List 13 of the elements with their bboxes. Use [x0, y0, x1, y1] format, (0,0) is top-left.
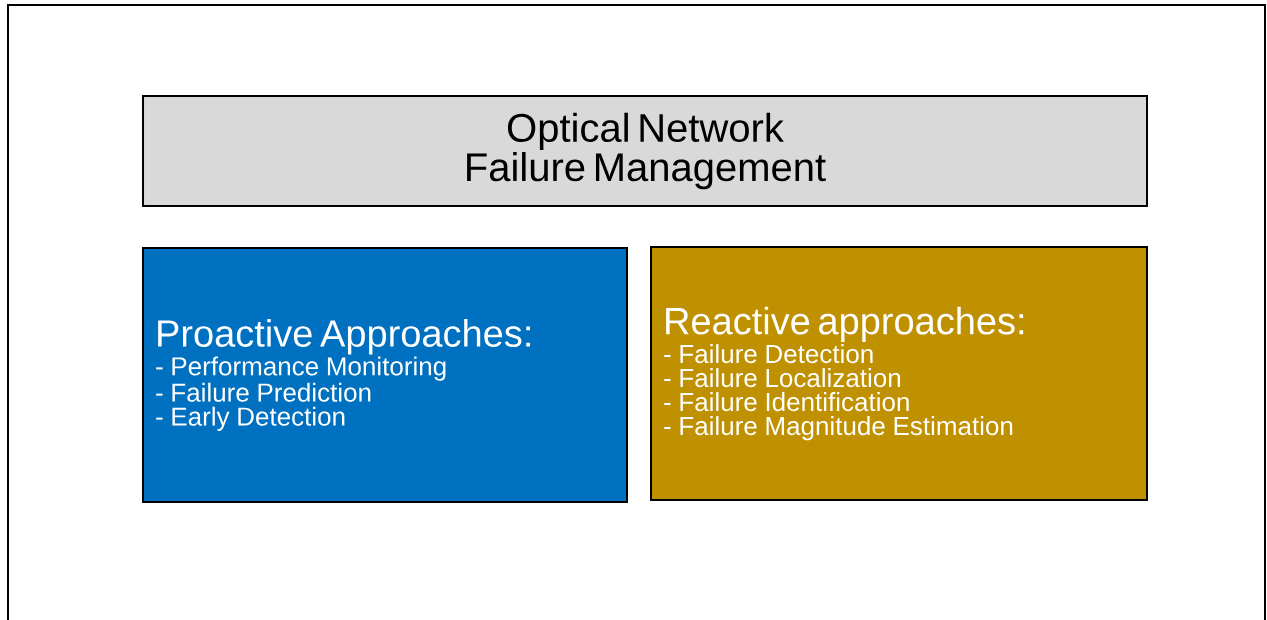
title-text: Optical Network Failure Management	[467, 112, 826, 190]
list-item: - Failure Localization	[664, 368, 900, 388]
list-item: - Performance Monitoring	[156, 356, 446, 381]
heading: Proactive Approaches:	[158, 319, 530, 355]
list-item: - Early Detection	[156, 406, 345, 431]
list-item: - Failure Magnitude Estimation	[664, 416, 1013, 441]
list-item: - Failure Detection	[664, 344, 873, 364]
list-item: - Failure Prediction	[156, 382, 371, 402]
heading: Reactive approaches:	[666, 306, 1024, 343]
approach-box	[650, 246, 1148, 501]
title-box	[142, 95, 1148, 207]
list-item: - Failure Identification	[664, 392, 909, 412]
approach-box	[142, 247, 628, 503]
